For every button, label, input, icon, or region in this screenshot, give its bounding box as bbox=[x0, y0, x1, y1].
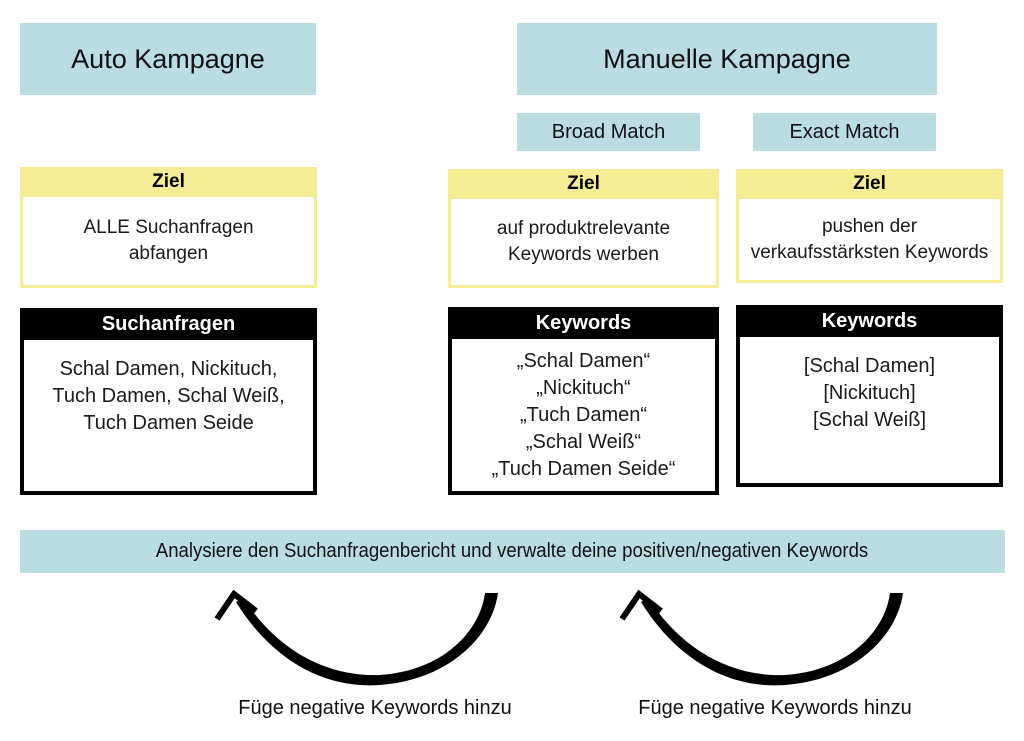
curved-arrow-left-icon bbox=[214, 590, 498, 686]
broad-keywords-box: Keywords „Schal Damen“„Nickituch“„Tuch D… bbox=[448, 307, 719, 495]
auto-search-terms-header: Suchanfragen bbox=[20, 308, 317, 340]
exact-keywords-header: Keywords bbox=[736, 305, 1003, 337]
broad-goal-header: Ziel bbox=[567, 173, 600, 194]
analysis-banner: Analysiere den Suchanfragenbericht und v… bbox=[20, 530, 1005, 573]
exact-match-label: Exact Match bbox=[753, 113, 936, 151]
auto-search-terms-box: Suchanfragen Schal Damen, Nickituch,Tuch… bbox=[20, 308, 317, 495]
exact-match-text: Exact Match bbox=[789, 120, 900, 143]
analysis-banner-text: Analysiere den Suchanfragenbericht und v… bbox=[156, 540, 869, 562]
auto-campaign-title: Auto Kampagne bbox=[20, 23, 316, 95]
exact-goal-header: Ziel bbox=[853, 173, 886, 194]
negative-keywords-label-left: Füge negative Keywords hinzu bbox=[238, 697, 512, 719]
manual-campaign-title-label: Manuelle Kampagne bbox=[603, 43, 851, 74]
negative-keywords-label-right: Füge negative Keywords hinzu bbox=[638, 697, 912, 719]
auto-campaign-title-label: Auto Kampagne bbox=[71, 43, 265, 74]
auto-search-terms-body: Schal Damen, Nickituch,Tuch Damen, Schal… bbox=[24, 340, 313, 491]
auto-goal-header: Ziel bbox=[152, 171, 185, 192]
broad-match-text: Broad Match bbox=[551, 120, 666, 143]
broad-match-label: Broad Match bbox=[517, 113, 700, 151]
manual-campaign-title: Manuelle Kampagne bbox=[517, 23, 937, 95]
curved-arrow-right-icon bbox=[619, 590, 903, 686]
exact-keywords-box: Keywords [Schal Damen][Nickituch][Schal … bbox=[736, 305, 1003, 487]
broad-keywords-header: Keywords bbox=[448, 307, 719, 339]
broad-keywords-body: „Schal Damen“„Nickituch“„Tuch Damen“„Sch… bbox=[452, 339, 715, 491]
exact-keywords-body: [Schal Damen][Nickituch][Schal Weiß] bbox=[740, 337, 999, 483]
